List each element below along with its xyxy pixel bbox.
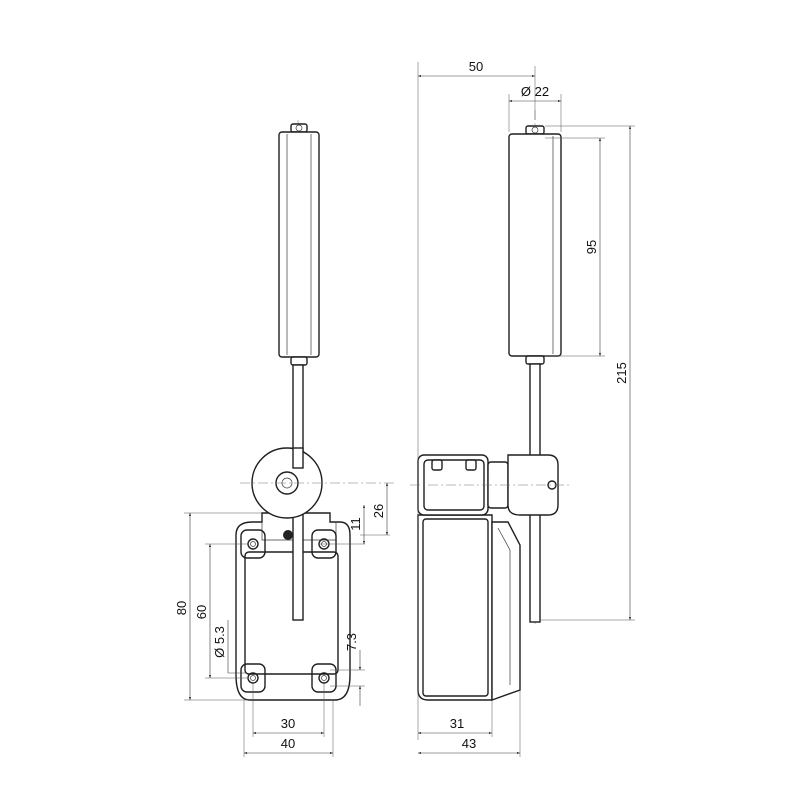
side-cover bbox=[491, 521, 521, 701]
dim-overall-height: 215 bbox=[614, 362, 629, 384]
front-housing-panel bbox=[244, 551, 339, 675]
dim-top-width: 50 bbox=[469, 59, 483, 74]
dim-hole-spacing-horizontal: 30 bbox=[281, 716, 295, 731]
mount-hole-bottom-right bbox=[318, 672, 330, 684]
side-housing bbox=[417, 514, 493, 701]
front-roller-cap-hole bbox=[295, 124, 303, 132]
dim-pivot-to-hole: 11 bbox=[348, 517, 363, 531]
side-head-screw-left bbox=[431, 459, 443, 471]
front-dimensions: 80 60 Ø 5.3 7.3 11 26 30 40 bbox=[174, 483, 389, 755]
side-roller-cap-hole bbox=[531, 126, 539, 134]
front-rod-hub-joint bbox=[292, 447, 304, 469]
mount-hole-bottom-left-inner bbox=[250, 675, 256, 681]
front-roller-bottom-cap bbox=[290, 356, 308, 366]
mount-hole-bottom-right-inner bbox=[321, 675, 327, 681]
front-pivot-screw bbox=[283, 530, 293, 540]
side-view bbox=[410, 62, 635, 757]
dim-body-width: 40 bbox=[281, 736, 295, 751]
front-roller-tube bbox=[278, 131, 320, 358]
dim-roller-length: 95 bbox=[584, 240, 599, 254]
dim-side-width: 43 bbox=[462, 736, 476, 751]
side-cover-detail bbox=[497, 527, 511, 551]
mount-hole-top-left-inner bbox=[250, 541, 256, 547]
front-view bbox=[184, 120, 395, 757]
side-dimensions: 50 Ø 22 95 215 31 43 bbox=[418, 59, 632, 755]
dim-hole-diameter: Ø 5.3 bbox=[212, 626, 227, 658]
dim-side-inner-width: 31 bbox=[450, 716, 464, 731]
front-rod-lower bbox=[292, 499, 304, 621]
dim-body-height: 80 bbox=[174, 601, 189, 615]
dim-roller-diameter: Ø 22 bbox=[521, 84, 549, 99]
side-housing-panel bbox=[422, 518, 489, 697]
side-roller-bottom-cap bbox=[525, 355, 545, 365]
dim-hole-edge-offset: 7.3 bbox=[344, 633, 359, 651]
dim-hole-spacing-vertical: 60 bbox=[194, 605, 209, 619]
dim-pivot-offset: 26 bbox=[371, 504, 386, 518]
side-head-screw bbox=[465, 459, 477, 471]
front-rod-upper bbox=[292, 364, 304, 456]
